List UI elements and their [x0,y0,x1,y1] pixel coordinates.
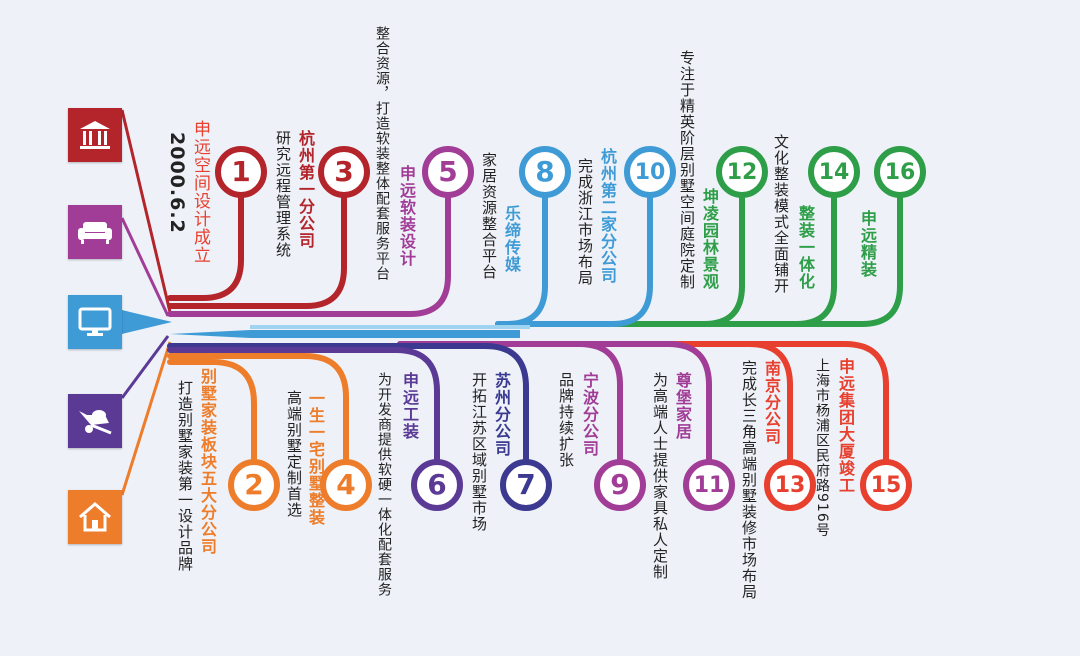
lower-branches [167,341,889,463]
milestone-node-10: 10 [624,146,676,198]
milestone-9-desc: 品牌持续扩张 [557,372,575,468]
milestone-number-8: 8 [535,155,554,188]
milestone-9-title: 宁波分公司 [580,372,599,457]
milestone-number-2: 2 [244,468,263,501]
milestone-14-title: 整装一体化 [796,205,815,290]
milestone-8-title: 乐缔传媒 [502,205,521,273]
milestone-number-9: 9 [610,468,629,501]
milestone-13-title: 南京分公司 [762,360,781,445]
milestone-number-5: 5 [438,155,457,188]
milestone-4-title: 一生一宅别墅整装 [306,390,325,526]
milestone-node-5: 5 [422,146,474,198]
milestone-number-12: 12 [727,160,758,185]
milestone-circle-2 [228,459,280,511]
milestone-node-7: 7 [500,459,552,511]
milestone-circle-1 [215,146,267,198]
milestone-circle-3 [318,146,370,198]
milestone-circle-9 [594,459,646,511]
milestone-node-1: 1 [215,146,267,198]
milestone-circle-11 [683,459,735,511]
milestone-13-desc: 完成长三角高端别墅装修市场布局 [740,360,758,600]
milestone-node-12: 12 [716,146,768,198]
sofa-icon [68,205,122,259]
milestone-circle-6 [411,459,463,511]
milestone-circle-13 [764,459,816,511]
milestone-node-6: 6 [411,459,463,511]
milestone-circle-7 [500,459,552,511]
milestone-8-desc: 家居资源整合平台 [480,152,498,280]
milestone-node-15: 15 [860,459,912,511]
milestone-circle-14 [808,146,860,198]
milestone-node-13: 13 [764,459,816,511]
upper-branches [167,191,903,327]
milestone-circle-15 [860,459,912,511]
milestone-7-desc: 开拓江苏区域别墅市场 [470,372,488,532]
milestone-16-title: 申远精装 [858,210,877,278]
milestone-circle-5 [422,146,474,198]
milestone-number-10: 10 [635,160,666,185]
milestone-10-title: 杭州第二家分公司 [598,148,617,284]
milestone-circle-16 [874,146,926,198]
milestone-number-3: 3 [334,155,353,188]
milestone-node-14: 14 [808,146,860,198]
milestone-12-desc: 专注于精英阶层别墅空间庭院定制 [678,50,696,290]
milestone-7-title: 苏州分公司 [492,372,511,457]
milestone-11-desc: 为高端人士提供家具私人定制 [651,372,669,580]
milestone-5-desc: 整合资源，打造软装整体配套服务平台 [374,26,390,281]
milestone-3-title: 杭州第一分公司 [296,130,315,249]
milestone-2-desc: 打造别墅家装第一设计品牌 [176,380,194,572]
house-icon [68,490,122,544]
bank-icon [68,108,122,162]
milestone-number-6: 6 [427,468,446,501]
milestone-6-title: 申远工装 [400,372,419,440]
wheelbarrow-icon [68,394,122,448]
milestone-number-1: 1 [231,155,250,188]
milestone-node-8: 8 [519,146,571,198]
milestone-number-15: 15 [871,473,902,498]
milestone-4-desc: 高端别墅定制首选 [285,390,303,518]
milestone-number-16: 16 [885,160,916,185]
milestone-2-title: 别墅家装板块五大分公司 [198,368,217,555]
monitor-icon [68,295,122,349]
milestone-3-desc: 研究远程管理系统 [274,130,292,258]
milestone-6-desc: 为开发商提供软硬一体化配套服务 [376,372,392,597]
fan-connectors [120,109,172,496]
milestone-circle-4 [320,459,372,511]
milestone-12-title: 坤凌园林景观 [700,188,719,290]
milestone-node-3: 3 [318,146,370,198]
milestone-number-7: 7 [516,468,535,501]
milestone-circle-12 [716,146,768,198]
milestone-1-desc: 申远空间设计成立 [190,120,210,264]
milestone-14-desc: 文化整装模式全面铺开 [772,134,790,294]
trunk [170,325,530,338]
milestone-number-11: 11 [694,473,725,498]
milestone-node-16: 16 [874,146,926,198]
milestone-node-11: 11 [683,459,735,511]
milestone-11-title: 尊堡家居 [673,372,692,440]
milestone-number-14: 14 [819,160,850,185]
milestone-1-date: 2000.6.2 [166,132,188,234]
milestone-circle-10 [624,146,676,198]
milestone-circle-8 [519,146,571,198]
milestone-5-title: 申远软装设计 [397,165,416,267]
milestone-number-13: 13 [775,473,806,498]
milestone-15-title: 申远集团大厦竣工 [836,358,855,494]
milestone-number-4: 4 [336,468,355,501]
milestone-15-desc: 上海市杨浦区民府路916号 [814,358,830,538]
milestone-10-desc: 完成浙江市场布局 [576,158,594,286]
milestone-node-9: 9 [594,459,646,511]
milestone-node-4: 4 [320,459,372,511]
milestone-node-2: 2 [228,459,280,511]
